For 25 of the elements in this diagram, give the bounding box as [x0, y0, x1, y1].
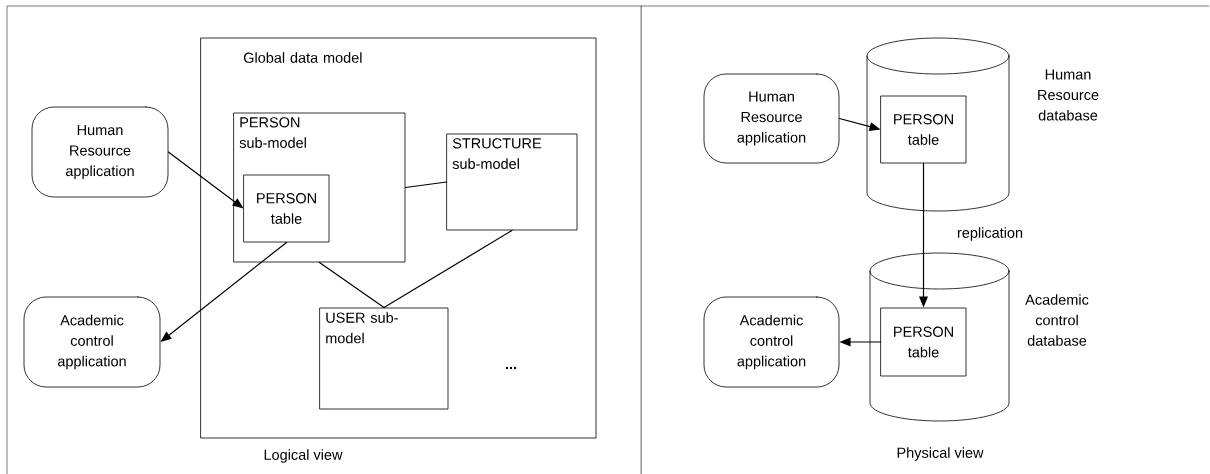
table-box: PERSON table: [880, 95, 967, 164]
sub-model-box: USER sub-model: [319, 307, 449, 410]
connector-line: [383, 229, 513, 309]
view-caption: Physical view: [897, 447, 984, 461]
connector-line: [404, 181, 448, 189]
arrow: [838, 117, 881, 131]
application-box: Academic control application: [703, 296, 840, 388]
application-box: Human Resource application: [31, 106, 169, 198]
node-caption: Human Resource database: [1038, 69, 1099, 121]
application-box: Human Resource application: [703, 73, 840, 164]
arrow: [160, 241, 288, 342]
arrow: [839, 337, 882, 347]
edge-label: replication: [955, 226, 1025, 242]
connector-line: [318, 261, 385, 309]
node-caption: Academic control database: [1025, 294, 1089, 346]
table-box: PERSON table: [243, 174, 330, 243]
arrow: [919, 162, 928, 308]
table-box: PERSON table: [880, 307, 967, 377]
application-box: Academic control application: [23, 296, 161, 388]
view-caption: Logical view: [264, 449, 343, 463]
ellipsis: ...: [505, 366, 517, 370]
arrow: [167, 151, 244, 209]
database-cylinder: [866, 37, 1010, 212]
database-cylinder: [869, 252, 1010, 422]
sub-model-box: STRUCTURE sub-model: [446, 133, 578, 231]
